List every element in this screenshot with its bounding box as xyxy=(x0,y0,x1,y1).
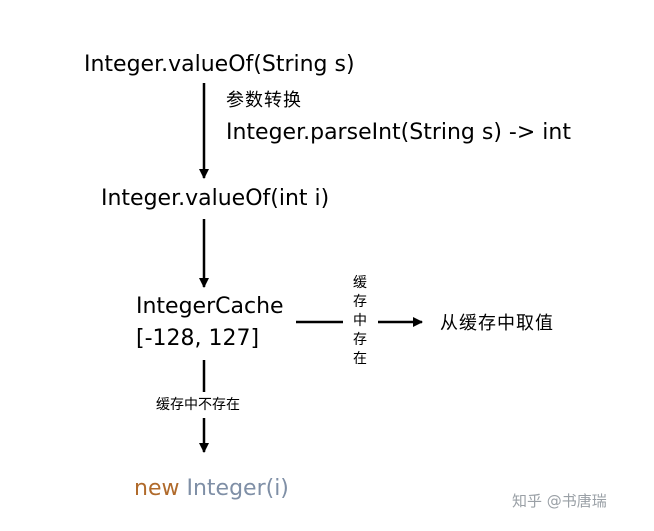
node-value-of-string: Integer.valueOf(String s) xyxy=(84,52,355,77)
edge-label-exists-in-cache: 缓 存 中 存 在 xyxy=(350,274,370,369)
watermark: 知乎 @书唐瑞 xyxy=(512,492,607,510)
node-cache-range: [-128, 127] xyxy=(136,326,260,351)
edge-label-char: 中 xyxy=(353,313,367,329)
node-value-of-int: Integer.valueOf(int i) xyxy=(101,186,330,211)
node-take-from-cache: 从缓存中取值 xyxy=(440,313,554,334)
integer-constructor: Integer(i) xyxy=(179,476,289,501)
new-keyword: new xyxy=(134,476,180,501)
param-convert-label: 参数转换 xyxy=(226,90,302,111)
edge-label-char: 在 xyxy=(353,351,367,367)
node-parse-int: Integer.parseInt(String s) -> int xyxy=(226,120,571,145)
node-integer-cache: IntegerCache xyxy=(136,294,284,319)
edge-label-char: 存 xyxy=(353,294,367,310)
edge-label-not-in-cache: 缓存中不存在 xyxy=(156,397,240,413)
edge-label-char: 存 xyxy=(353,332,367,348)
edge-label-char: 缓 xyxy=(353,275,367,291)
node-new-integer: new Integer(i) xyxy=(134,478,289,500)
